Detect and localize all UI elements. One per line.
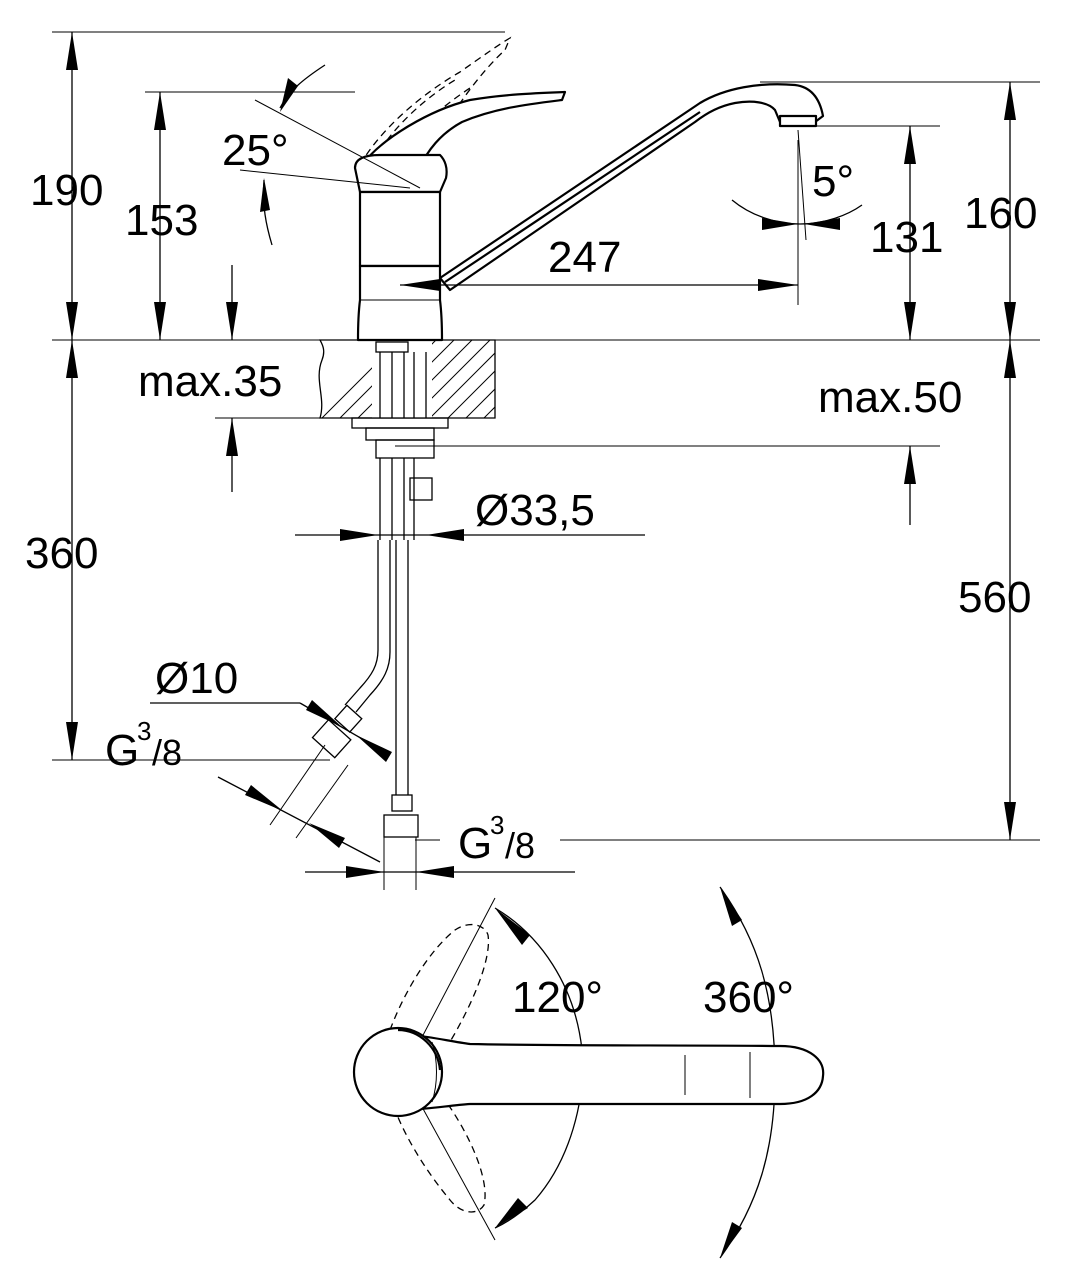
label-160: 160	[964, 189, 1037, 238]
label-d10: Ø10	[155, 654, 238, 703]
dimension-d33-5	[295, 529, 645, 541]
label-247: 247	[548, 233, 621, 282]
angle-5	[731, 129, 863, 241]
dimension-153	[154, 92, 166, 340]
label-360: 360	[25, 529, 98, 578]
label-5-deg: 5°	[812, 157, 854, 206]
dimension-d10	[150, 700, 392, 762]
label-360-deg: 360°	[703, 973, 794, 1022]
dimension-131	[904, 126, 916, 340]
dimension-labels: 190 153 25° 247 5° 131 160 max.35 max.50…	[25, 126, 1037, 1022]
label-d33-5: Ø33,5	[475, 486, 595, 535]
dimension-160	[1004, 82, 1016, 340]
label-g38-right: G 3 /8	[458, 810, 535, 868]
label-560: 560	[958, 573, 1031, 622]
dimension-max50	[904, 446, 916, 525]
label-25-deg: 25°	[222, 126, 289, 175]
label-g38-left: G 3 /8	[105, 716, 182, 775]
dimension-247	[400, 279, 798, 291]
label-120-deg: 120°	[512, 973, 603, 1022]
shank-and-hoses	[311, 341, 449, 890]
dimension-max35	[226, 265, 238, 492]
label-131: 131	[870, 213, 943, 262]
extension-lines	[52, 31, 1040, 841]
label-190: 190	[30, 166, 103, 215]
angle-25	[239, 64, 421, 246]
top-view	[352, 886, 825, 1259]
dimension-190	[66, 32, 78, 340]
dimension-560	[1004, 340, 1016, 840]
faucet-body	[353, 36, 825, 342]
dimension-g38-right	[305, 866, 575, 878]
dimension-g38-left	[217, 744, 381, 863]
label-153: 153	[125, 196, 198, 245]
label-max50: max.50	[818, 373, 962, 422]
dimension-360	[66, 340, 78, 760]
label-max35: max.35	[138, 357, 282, 406]
countertop-section	[318, 339, 496, 419]
